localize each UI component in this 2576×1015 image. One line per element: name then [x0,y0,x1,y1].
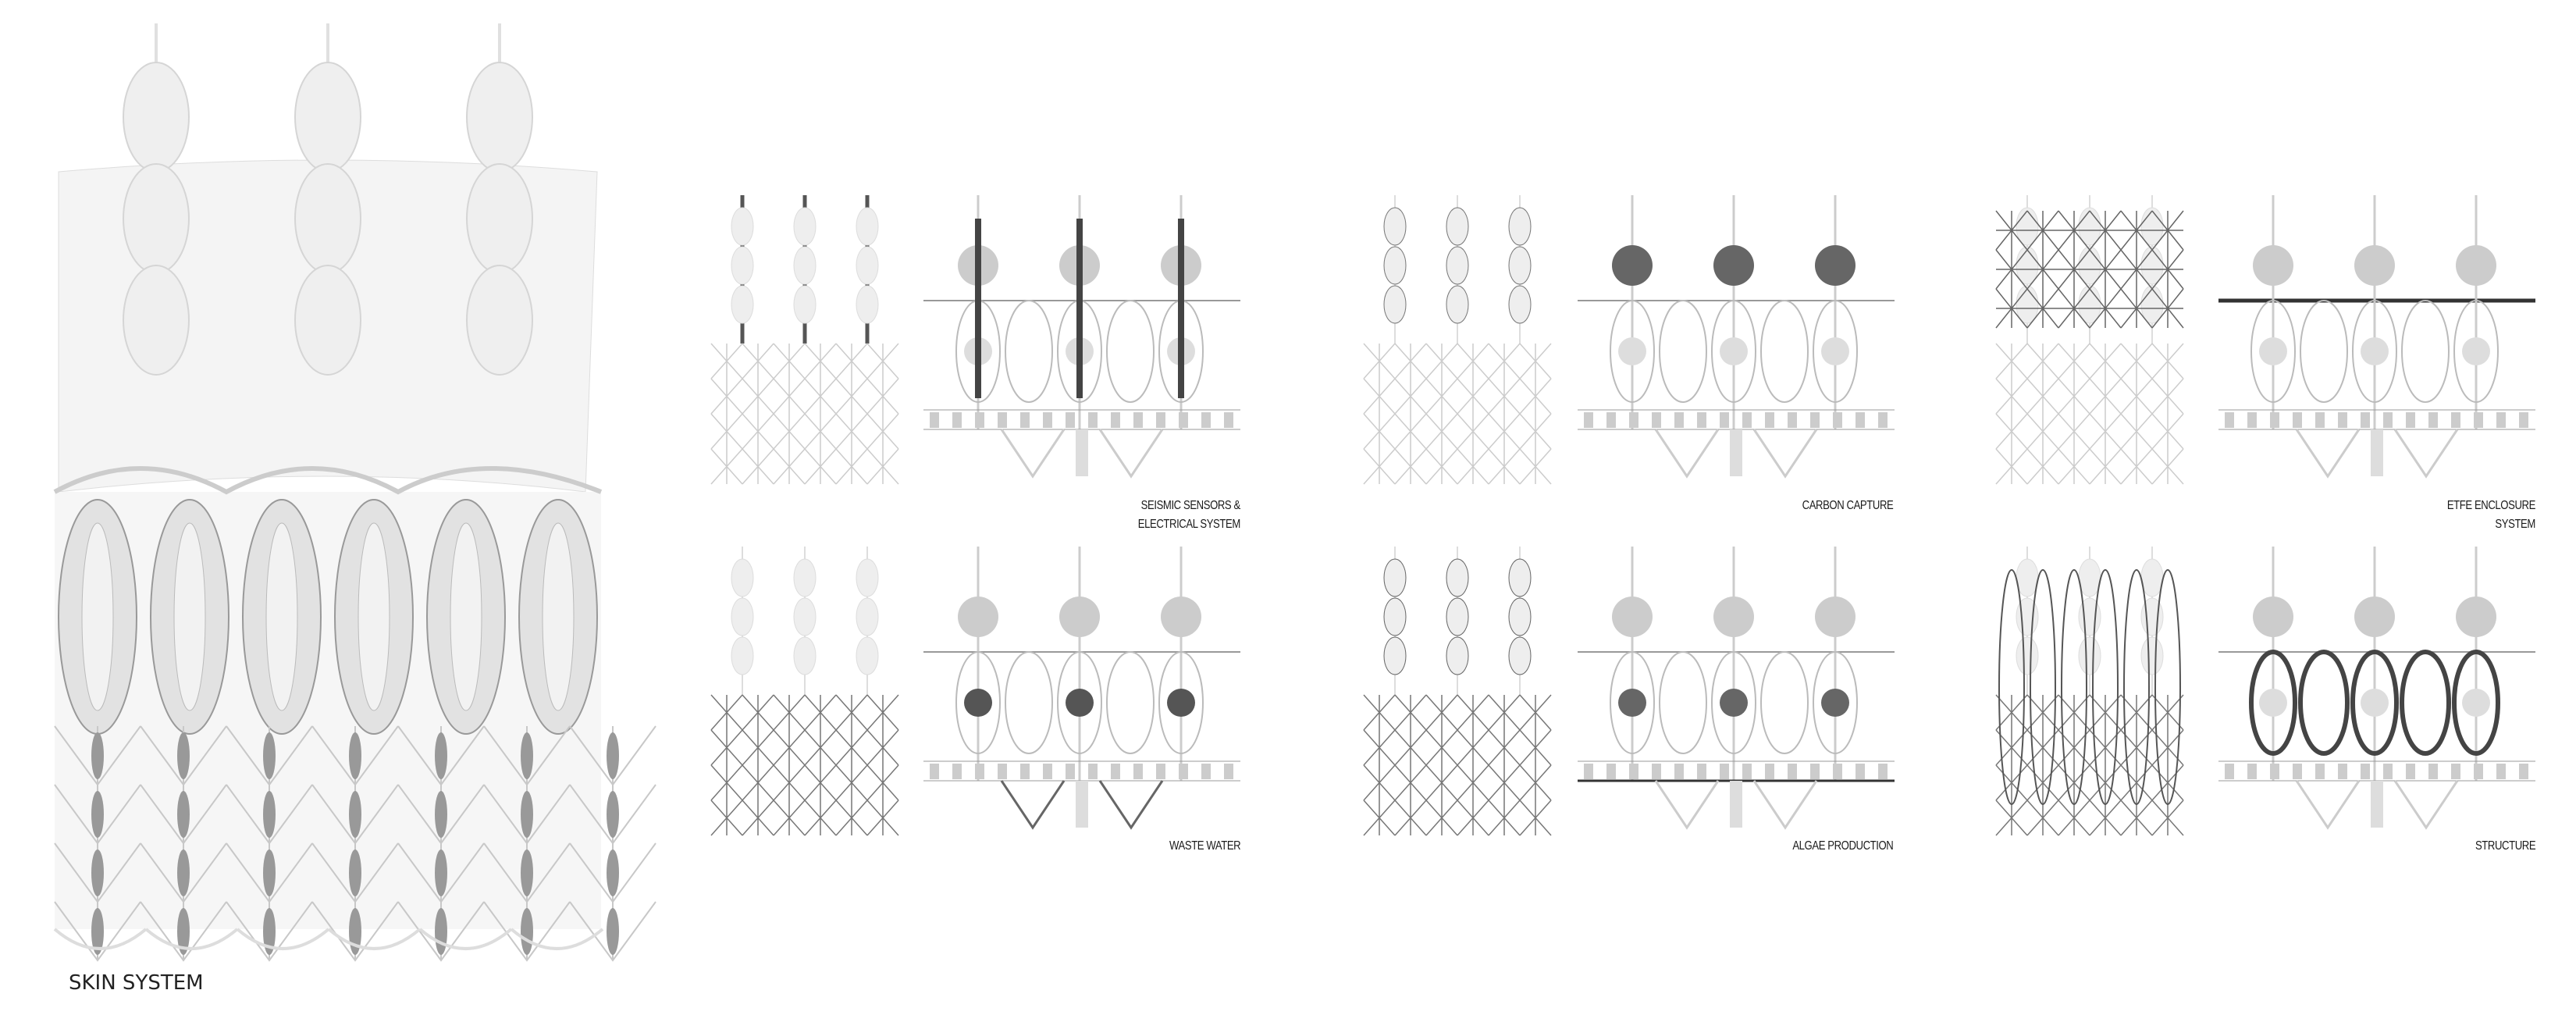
pod [123,62,190,173]
carbon-label: CARBON CAPTURE [1802,497,1893,515]
algae-label: ALGAE PRODUCTION [1792,837,1893,856]
waste-water-elevation [710,547,899,836]
etfe-elevation [1995,195,2184,485]
structure-section [2218,547,2535,830]
structure-elevation [1995,547,2184,836]
seismic-elevation [710,195,899,485]
algae-section [1578,547,1895,830]
carbon-elevation [1363,195,1552,485]
pod [294,265,361,376]
waste-water-label: WASTE WATER [1169,837,1241,856]
structure-label: STRUCTURE [2475,837,2536,856]
skin-lattice [53,23,656,962]
label-line: ELECTRICAL SYSTEM [1137,518,1240,531]
etfe-section [2218,195,2535,479]
pod [466,163,533,274]
pod [123,265,190,376]
label-line: CARBON CAPTURE [1802,499,1893,512]
pod [123,163,190,274]
label-line: SYSTEM [2495,518,2536,531]
seismic-section [923,195,1240,479]
label-line: WASTE WATER [1169,839,1241,853]
algae-elevation [1363,547,1552,836]
carbon-section [1578,195,1895,479]
etfe-label: ETFE ENCLOSURE SYSTEM [2446,497,2536,534]
skin-system-title: SKIN SYSTEM [69,971,204,995]
seismic-label: SEISMIC SENSORS & ELECTRICAL SYSTEM [1138,497,1240,534]
label-line: STRUCTURE [2475,839,2536,853]
pod [294,62,361,173]
label-line: SEISMIC SENSORS & [1140,499,1241,512]
pod [466,265,533,376]
skin-system-render [53,23,656,962]
label-line: ALGAE PRODUCTION [1791,839,1893,853]
pod [466,62,533,173]
pod [294,163,361,274]
waste-water-section [923,547,1240,830]
label-line: ETFE ENCLOSURE [2446,499,2536,512]
